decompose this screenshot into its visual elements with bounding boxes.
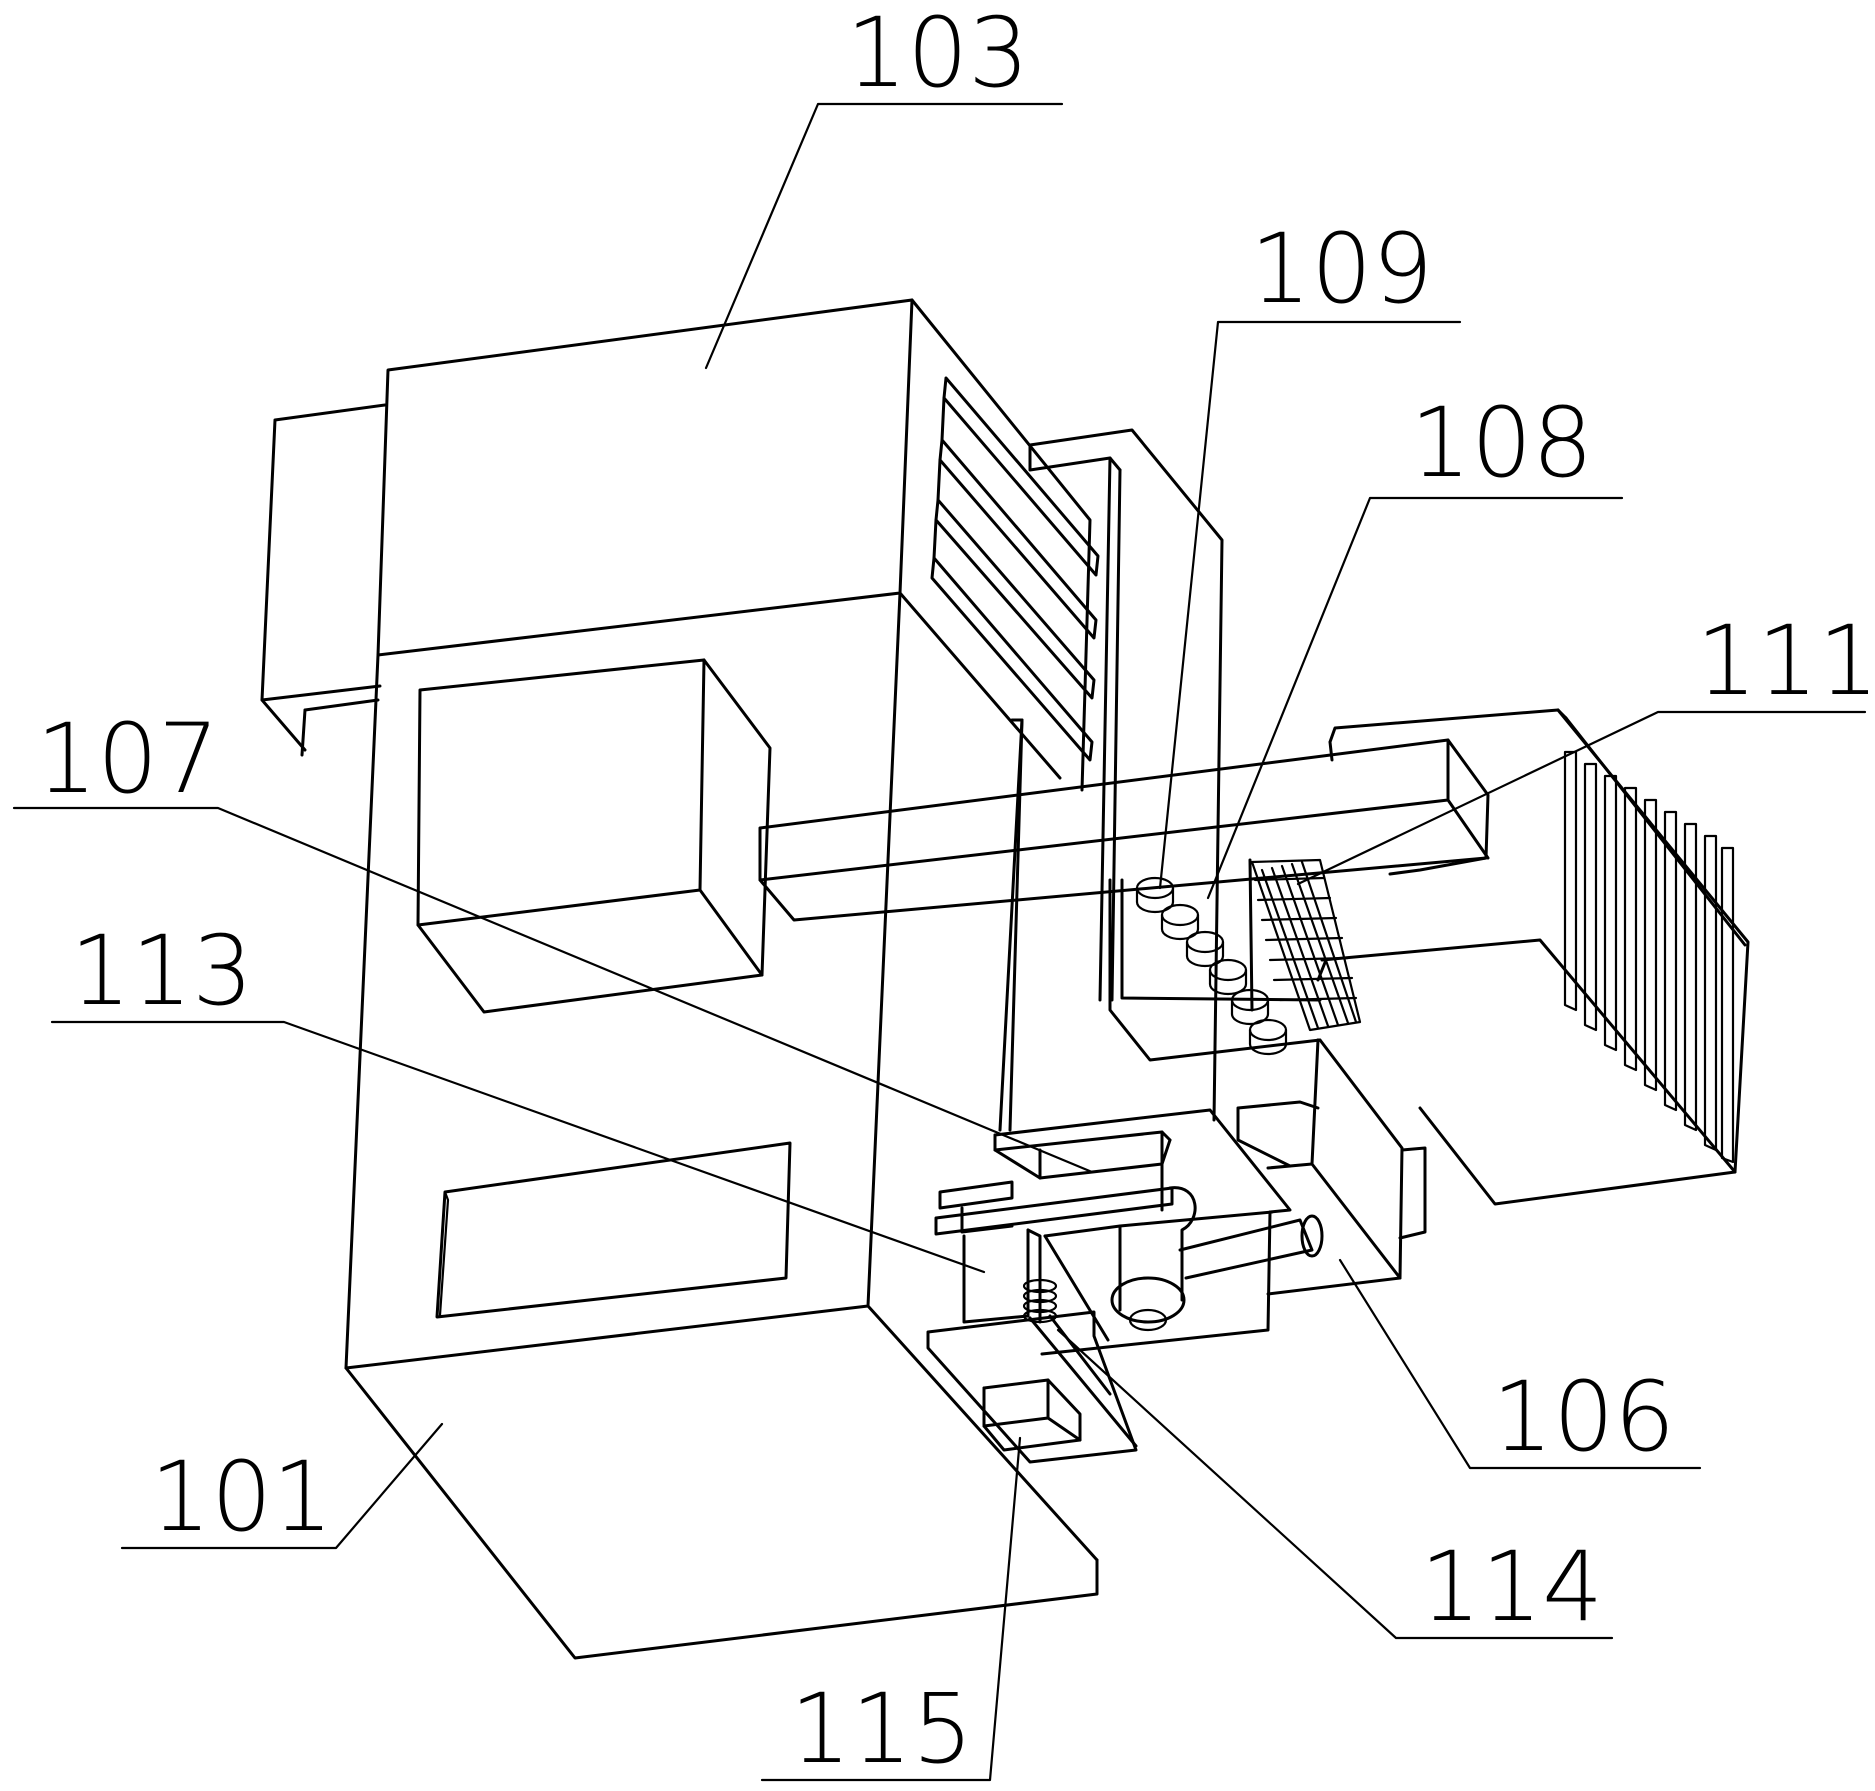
leader-101 <box>120 1422 444 1550</box>
label-113: 113 <box>70 915 253 1027</box>
leader-103 <box>704 102 1064 370</box>
leader-115 <box>760 1436 1022 1782</box>
inner-column <box>998 428 1224 1132</box>
leader-109 <box>1158 320 1462 890</box>
lower-housing-101 <box>344 591 1099 1660</box>
label-108: 108 <box>1410 387 1593 499</box>
leader-111 <box>1296 710 1867 886</box>
fin-grid <box>1563 750 1735 1164</box>
label-114: 114 <box>1420 1531 1603 1643</box>
rear-block <box>260 403 387 757</box>
roller-tray-108 <box>1108 858 1362 1062</box>
label-101: 101 <box>150 1441 333 1553</box>
block-115 <box>982 1378 1082 1452</box>
leader-114 <box>1056 1328 1614 1640</box>
label-106: 106 <box>1492 1361 1675 1473</box>
label-103: 103 <box>846 0 1029 109</box>
label-107: 107 <box>36 703 219 815</box>
box-106 <box>1236 1038 1427 1296</box>
rollers-109 <box>1135 876 1288 1056</box>
lower-mechanism <box>926 1108 1324 1464</box>
leader-106 <box>1338 1258 1702 1470</box>
horizontal-arm <box>758 738 1490 922</box>
leader-108 <box>1206 496 1624 900</box>
leader-lines <box>12 102 1867 1782</box>
label-115: 115 <box>790 1673 973 1785</box>
leader-113 <box>50 1020 986 1274</box>
motor-box <box>416 658 772 1014</box>
label-109: 109 <box>1250 213 1433 325</box>
leader-107 <box>12 806 1094 1174</box>
cooling-unit <box>1316 708 1750 1206</box>
reference-labels: 103 109 108 111 107 113 106 101 114 115 <box>36 0 1875 1785</box>
upper-housing-103 <box>376 298 1100 792</box>
label-111: 111 <box>1696 605 1875 717</box>
mesh-111 <box>1250 858 1362 1032</box>
